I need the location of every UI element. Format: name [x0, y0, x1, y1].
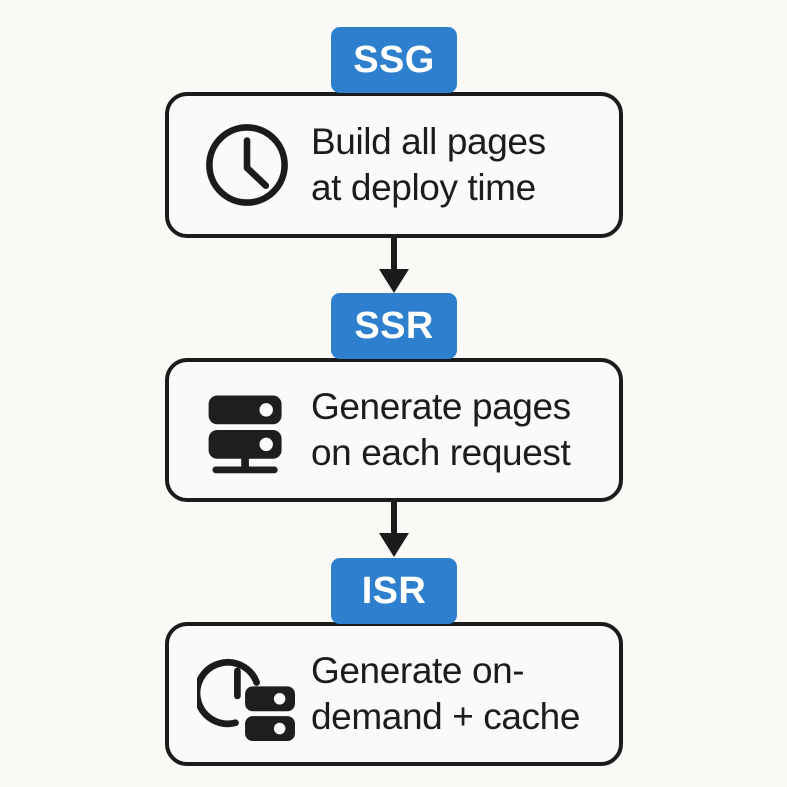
card-isr-text: Generate on- demand + cache — [311, 650, 581, 737]
card-ssr-text: Generate pages on each request — [311, 386, 571, 473]
badge-isr: ISR — [331, 558, 457, 624]
clock-icon — [195, 118, 299, 212]
badge-ssg: SSG — [331, 27, 457, 93]
badge-ssr: SSR — [331, 293, 457, 359]
arrow-ssg-to-ssr — [377, 236, 411, 296]
card-ssr: Generate pages on each request — [165, 358, 623, 502]
card-ssg: Build all pages at deploy time — [165, 92, 623, 238]
arrow-ssr-to-isr — [377, 500, 411, 560]
server-icon — [195, 382, 299, 478]
card-ssg-text: Build all pages at deploy time — [311, 121, 546, 208]
clock-server-icon — [195, 646, 299, 742]
card-isr: Generate on- demand + cache — [165, 622, 623, 766]
